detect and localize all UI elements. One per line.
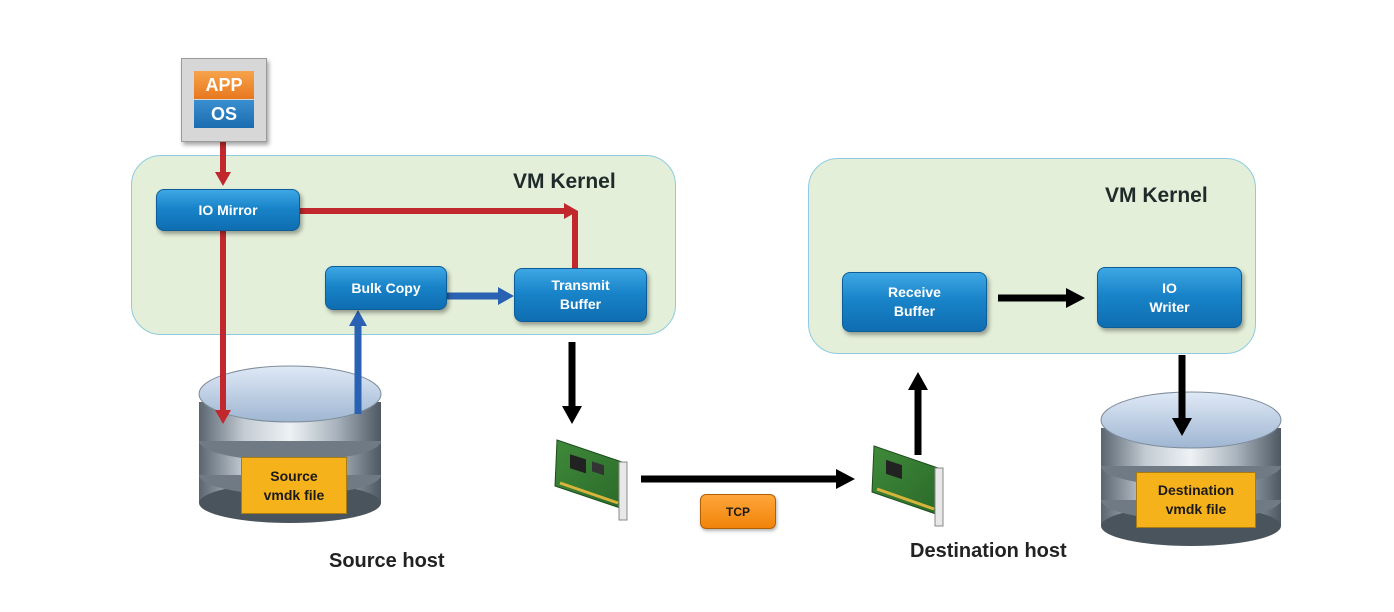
destination-network-card-icon bbox=[871, 445, 944, 527]
source-vm-kernel-title: VM Kernel bbox=[513, 170, 616, 193]
source-vmdk-label: Source vmdk file bbox=[241, 457, 347, 514]
tcp-badge: TCP bbox=[700, 494, 776, 529]
bulk-copy-box: Bulk Copy bbox=[325, 266, 447, 310]
transmit-buffer-box: Transmit Buffer bbox=[514, 268, 647, 322]
app-label: APP bbox=[194, 71, 254, 99]
source-host-label: Source host bbox=[329, 550, 445, 572]
bulk-copy-arrows bbox=[349, 287, 514, 414]
destination-host-label: Destination host bbox=[910, 540, 1067, 562]
receive-buffer-box: Receive Buffer bbox=[842, 272, 987, 332]
os-label: OS bbox=[194, 100, 254, 128]
source-network-card-icon bbox=[554, 439, 628, 521]
io-path-arrows bbox=[215, 141, 578, 424]
data-path-arrows bbox=[562, 288, 1192, 489]
io-writer-box: IO Writer bbox=[1097, 267, 1242, 328]
destination-vmdk-label: Destination vmdk file bbox=[1136, 472, 1256, 528]
app-os-icon: APP OS bbox=[181, 58, 267, 142]
destination-vm-kernel-title: VM Kernel bbox=[1105, 184, 1208, 207]
io-mirror-box: IO Mirror bbox=[156, 189, 300, 231]
